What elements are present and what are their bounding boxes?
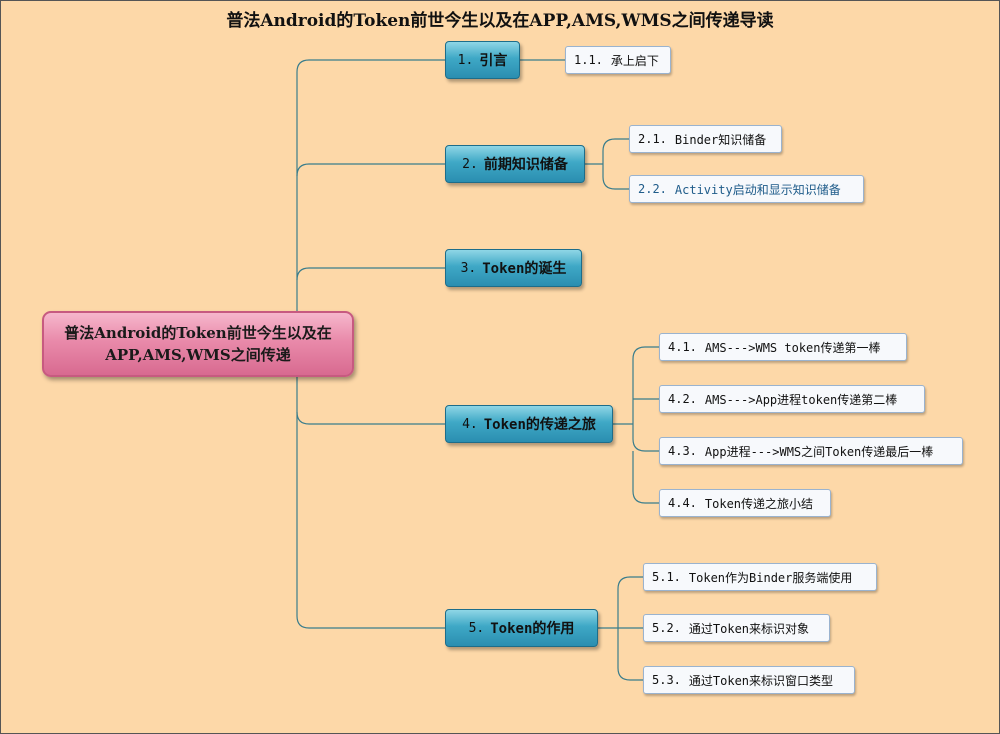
leaf-label: App进程--->WMS之间Token传递最后一棒 bbox=[704, 444, 934, 459]
leaf-label: Token作为Binder服务端使用 bbox=[688, 570, 853, 585]
leaf-5-2[interactable]: 5.2. 通过Token来标识对象 bbox=[643, 614, 830, 642]
branch-3-token-birth[interactable]: 3. Token的诞生 bbox=[445, 249, 582, 287]
leaf-label: Activity启动和显示知识储备 bbox=[674, 182, 841, 197]
branch-2-prerequisites[interactable]: 2. 前期知识储备 bbox=[445, 145, 585, 183]
leaf-label: 承上启下 bbox=[610, 53, 659, 68]
branch-label: 引言 bbox=[479, 53, 508, 69]
branch-label: Token的传递之旅 bbox=[483, 417, 596, 433]
leaf-label: AMS--->WMS token传递第一棒 bbox=[704, 340, 881, 355]
branch-4-token-journey[interactable]: 4. Token的传递之旅 bbox=[445, 405, 613, 443]
leaf-label: AMS--->App进程token传递第二棒 bbox=[704, 392, 898, 407]
connector-line bbox=[296, 163, 445, 177]
connector-line bbox=[617, 628, 643, 681]
branch-label: 前期知识储备 bbox=[483, 157, 568, 173]
trunk-line bbox=[296, 59, 445, 311]
leaf-number: 2.2. bbox=[638, 182, 667, 196]
leaf-number: 4.3. bbox=[668, 444, 697, 458]
branch-number: 4. bbox=[462, 416, 478, 432]
leaf-number: 5.1. bbox=[652, 570, 681, 584]
leaf-4-3[interactable]: 4.3. App进程--->WMS之间Token传递最后一棒 bbox=[659, 437, 963, 465]
branch-number: 2. bbox=[462, 156, 478, 172]
leaf-number: 4.2. bbox=[668, 392, 697, 406]
connector-line bbox=[617, 576, 643, 628]
leaf-label: 通过Token来标识对象 bbox=[688, 621, 810, 636]
leaf-label: Binder知识储备 bbox=[674, 132, 767, 147]
leaf-number: 5.3. bbox=[652, 673, 681, 687]
leaf-5-3[interactable]: 5.3. 通过Token来标识窗口类型 bbox=[643, 666, 855, 694]
branch-5-token-usage[interactable]: 5. Token的作用 bbox=[445, 609, 598, 647]
leaf-number: 2.1. bbox=[638, 132, 667, 146]
leaf-1-1[interactable]: 1.1. 承上启下 bbox=[565, 46, 671, 74]
branch-number: 1. bbox=[457, 52, 474, 68]
leaf-number: 4.1. bbox=[668, 340, 697, 354]
root-topic-line1: 普法Android的Token前世今生以及在 bbox=[64, 324, 332, 342]
connector-line bbox=[632, 424, 659, 452]
leaf-2-1[interactable]: 2.1. Binder知识储备 bbox=[629, 125, 782, 153]
trunk-line bbox=[296, 377, 445, 629]
branch-number: 5. bbox=[468, 620, 485, 636]
leaf-5-1[interactable]: 5.1. Token作为Binder服务端使用 bbox=[643, 563, 877, 591]
leaf-label: 通过Token来标识窗口类型 bbox=[688, 673, 834, 688]
root-topic-line2: APP,AMS,WMS之间传递 bbox=[105, 346, 291, 364]
diagram-title: 普法Android的Token前世今生以及在APP,AMS,WMS之间传递导读 bbox=[226, 11, 774, 31]
connector-line bbox=[632, 451, 659, 504]
branch-1-intro[interactable]: 1. 引言 bbox=[445, 41, 520, 79]
connector-line bbox=[296, 411, 445, 425]
leaf-4-2[interactable]: 4.2. AMS--->App进程token传递第二棒 bbox=[659, 385, 925, 413]
leaf-number: 1.1. bbox=[574, 53, 603, 67]
leaf-number: 4.4. bbox=[668, 496, 697, 510]
branch-number: 3. bbox=[460, 260, 477, 276]
branch-label: Token的诞生 bbox=[482, 261, 567, 277]
branch-label: Token的作用 bbox=[490, 621, 575, 637]
root-topic[interactable]: 普法Android的Token前世今生以及在 APP,AMS,WMS之间传递 bbox=[42, 311, 354, 377]
leaf-4-4[interactable]: 4.4. Token传递之旅小结 bbox=[659, 489, 831, 517]
leaf-number: 5.2. bbox=[652, 621, 681, 635]
connector-line bbox=[296, 267, 445, 281]
leaf-label: Token传递之旅小结 bbox=[704, 496, 814, 511]
connector-line bbox=[632, 346, 659, 424]
connector-line bbox=[602, 138, 629, 164]
leaf-2-2[interactable]: 2.2. Activity启动和显示知识储备 bbox=[629, 175, 864, 203]
leaf-4-1[interactable]: 4.1. AMS--->WMS token传递第一棒 bbox=[659, 333, 907, 361]
connector-line bbox=[602, 164, 629, 190]
